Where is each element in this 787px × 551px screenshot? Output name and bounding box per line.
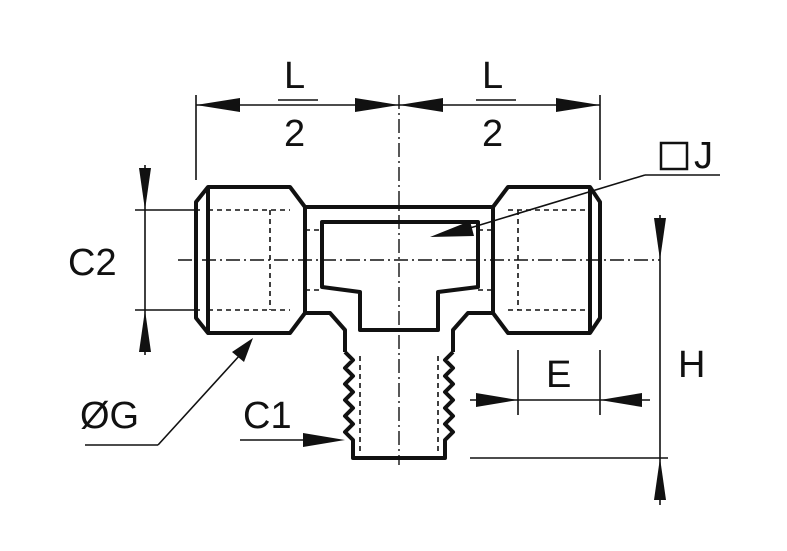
c2-label: C2: [68, 242, 117, 284]
l-numerator-left-label: L: [284, 55, 305, 97]
centerlines: [178, 95, 660, 465]
dimension-h: [470, 215, 668, 505]
square-symbol-icon: [659, 141, 689, 171]
dimension-g-leader: [85, 338, 253, 446]
l-denominator-right-label: 2: [482, 113, 503, 155]
c1-label: C1: [243, 395, 292, 437]
g-diameter-label: ØG: [80, 395, 139, 437]
e-label: E: [546, 354, 571, 396]
dimension-e: [470, 350, 650, 415]
h-label: H: [678, 344, 705, 386]
l-denominator-left-label: 2: [284, 113, 305, 155]
dimension-j-leader: [430, 141, 720, 237]
j-label: J: [694, 135, 713, 177]
l-numerator-right-label: L: [482, 55, 503, 97]
dimension-l-half: [195, 95, 601, 180]
dimension-c2: [135, 165, 200, 355]
dimension-c1-leader: [240, 433, 345, 447]
